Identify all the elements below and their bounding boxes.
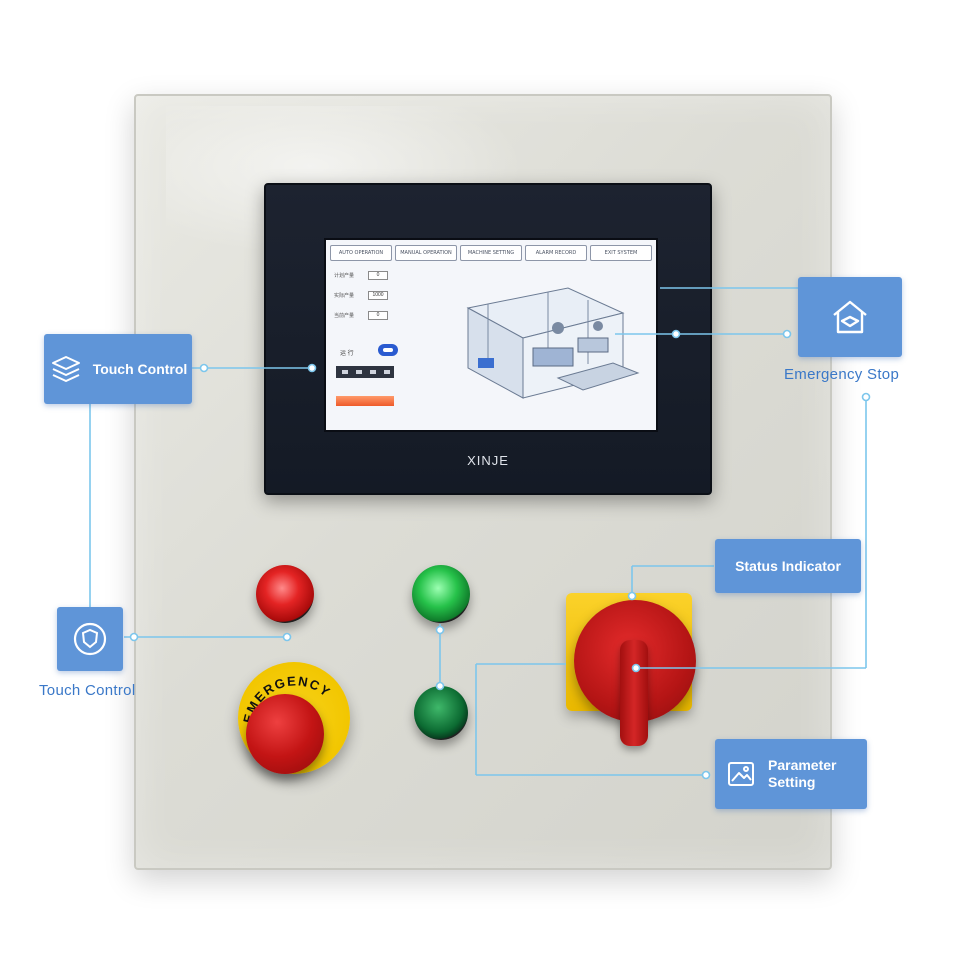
hmi-tab-bar: AUTO OPERATION MANUAL OPERATION MACHINE … [330,245,652,261]
image-frame-icon [728,762,754,786]
green-pilot-lamp [412,565,470,623]
green-push-button[interactable] [414,686,468,740]
hmi-touch-panel: AUTO OPERATION MANUAL OPERATION MACHINE … [264,183,712,495]
hmi-screen[interactable]: AUTO OPERATION MANUAL OPERATION MACHINE … [324,238,658,432]
red-pilot-lamp [256,565,314,623]
callout-touch-control: Touch Control [44,334,192,404]
layers-icon [51,356,80,382]
hmi-tab-machine-setting[interactable]: MACHINE SETTING [460,245,522,261]
hmi-field-value[interactable]: 0 [368,310,388,320]
hmi-run-label: 运 行 [340,351,354,357]
callout-label-emergency-stop: Emergency Stop [784,366,900,383]
hmi-tab-alarm[interactable]: ALARM RECORD [525,245,587,261]
callout-label: Status Indicator [735,557,841,574]
callout-label: Touch Control [92,360,188,377]
house-shield-icon [833,300,867,334]
callout-label: Parameter Setting [768,757,837,790]
hmi-tab-auto[interactable]: AUTO OPERATION [330,245,392,261]
hmi-field-label: 计划产量 [334,272,355,279]
hmi-run-toggle[interactable] [378,344,398,356]
hmi-field-value[interactable]: 0 [368,270,388,280]
callout-emergency-stop-badge [798,277,902,357]
callout-touch-control-badge [57,607,123,671]
hmi-field-label: 实际产量 [334,292,355,299]
hmi-field-row: 实际产量 1000 [334,290,388,300]
hmi-field-row: 计划产量 0 [334,270,388,280]
callout-status-indicator: Status Indicator [715,539,861,593]
hmi-field-row: 当前产量 0 [334,310,388,320]
hmi-alarm-bar[interactable] [336,396,394,406]
hmi-control-bar[interactable] [336,366,394,378]
shield-badge-icon [73,622,107,656]
callout-label-touch-control: Touch Control [39,682,136,699]
hmi-field-value[interactable]: 1000 [368,290,388,300]
hmi-brand-label: XINJE [467,453,509,468]
hmi-tab-exit[interactable]: EXIT SYSTEM [590,245,652,261]
hmi-field-label: 当前产量 [334,312,355,319]
emergency-stop-button[interactable] [246,694,324,774]
callout-parameter-setting: Parameter Setting [715,739,867,809]
rotary-switch-handle[interactable] [620,640,648,746]
machine-diagram [466,287,640,399]
hmi-tab-manual[interactable]: MANUAL OPERATION [395,245,457,261]
